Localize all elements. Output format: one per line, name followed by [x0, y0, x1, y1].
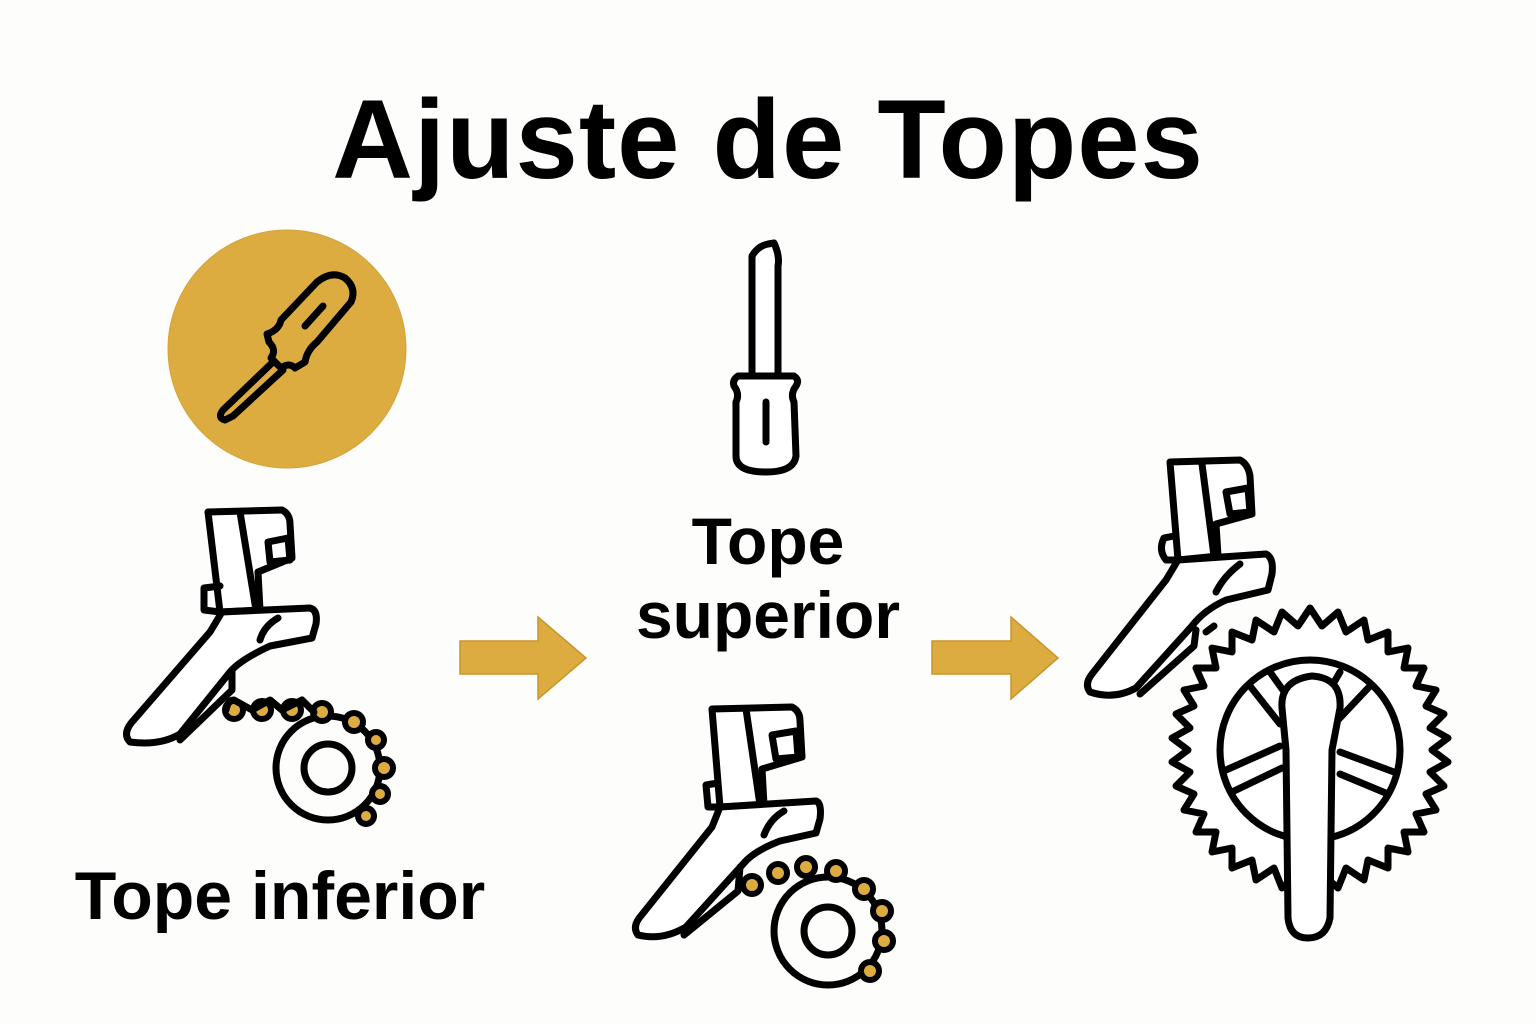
- front-derailleur-with-chain-lower: [123, 506, 396, 827]
- front-derailleur-with-large-chainring: [1083, 456, 1452, 942]
- arrow-right-icon: [459, 615, 588, 701]
- step-label-upper-limit: Tope superior: [600, 504, 936, 653]
- diagram-title: Ajuste de Topes: [332, 77, 1204, 202]
- step-label-upper-line2: superior: [635, 577, 901, 652]
- step-label-lower-limit: Tope inferior: [74, 858, 486, 934]
- front-derailleur-with-chain-upper: [631, 703, 896, 989]
- step-label-upper-line1: Tope: [691, 504, 845, 578]
- arrow-right-icon: [931, 615, 1060, 701]
- screwdriver-icon: [730, 239, 802, 476]
- screwdriver-badge-icon: [167, 229, 407, 469]
